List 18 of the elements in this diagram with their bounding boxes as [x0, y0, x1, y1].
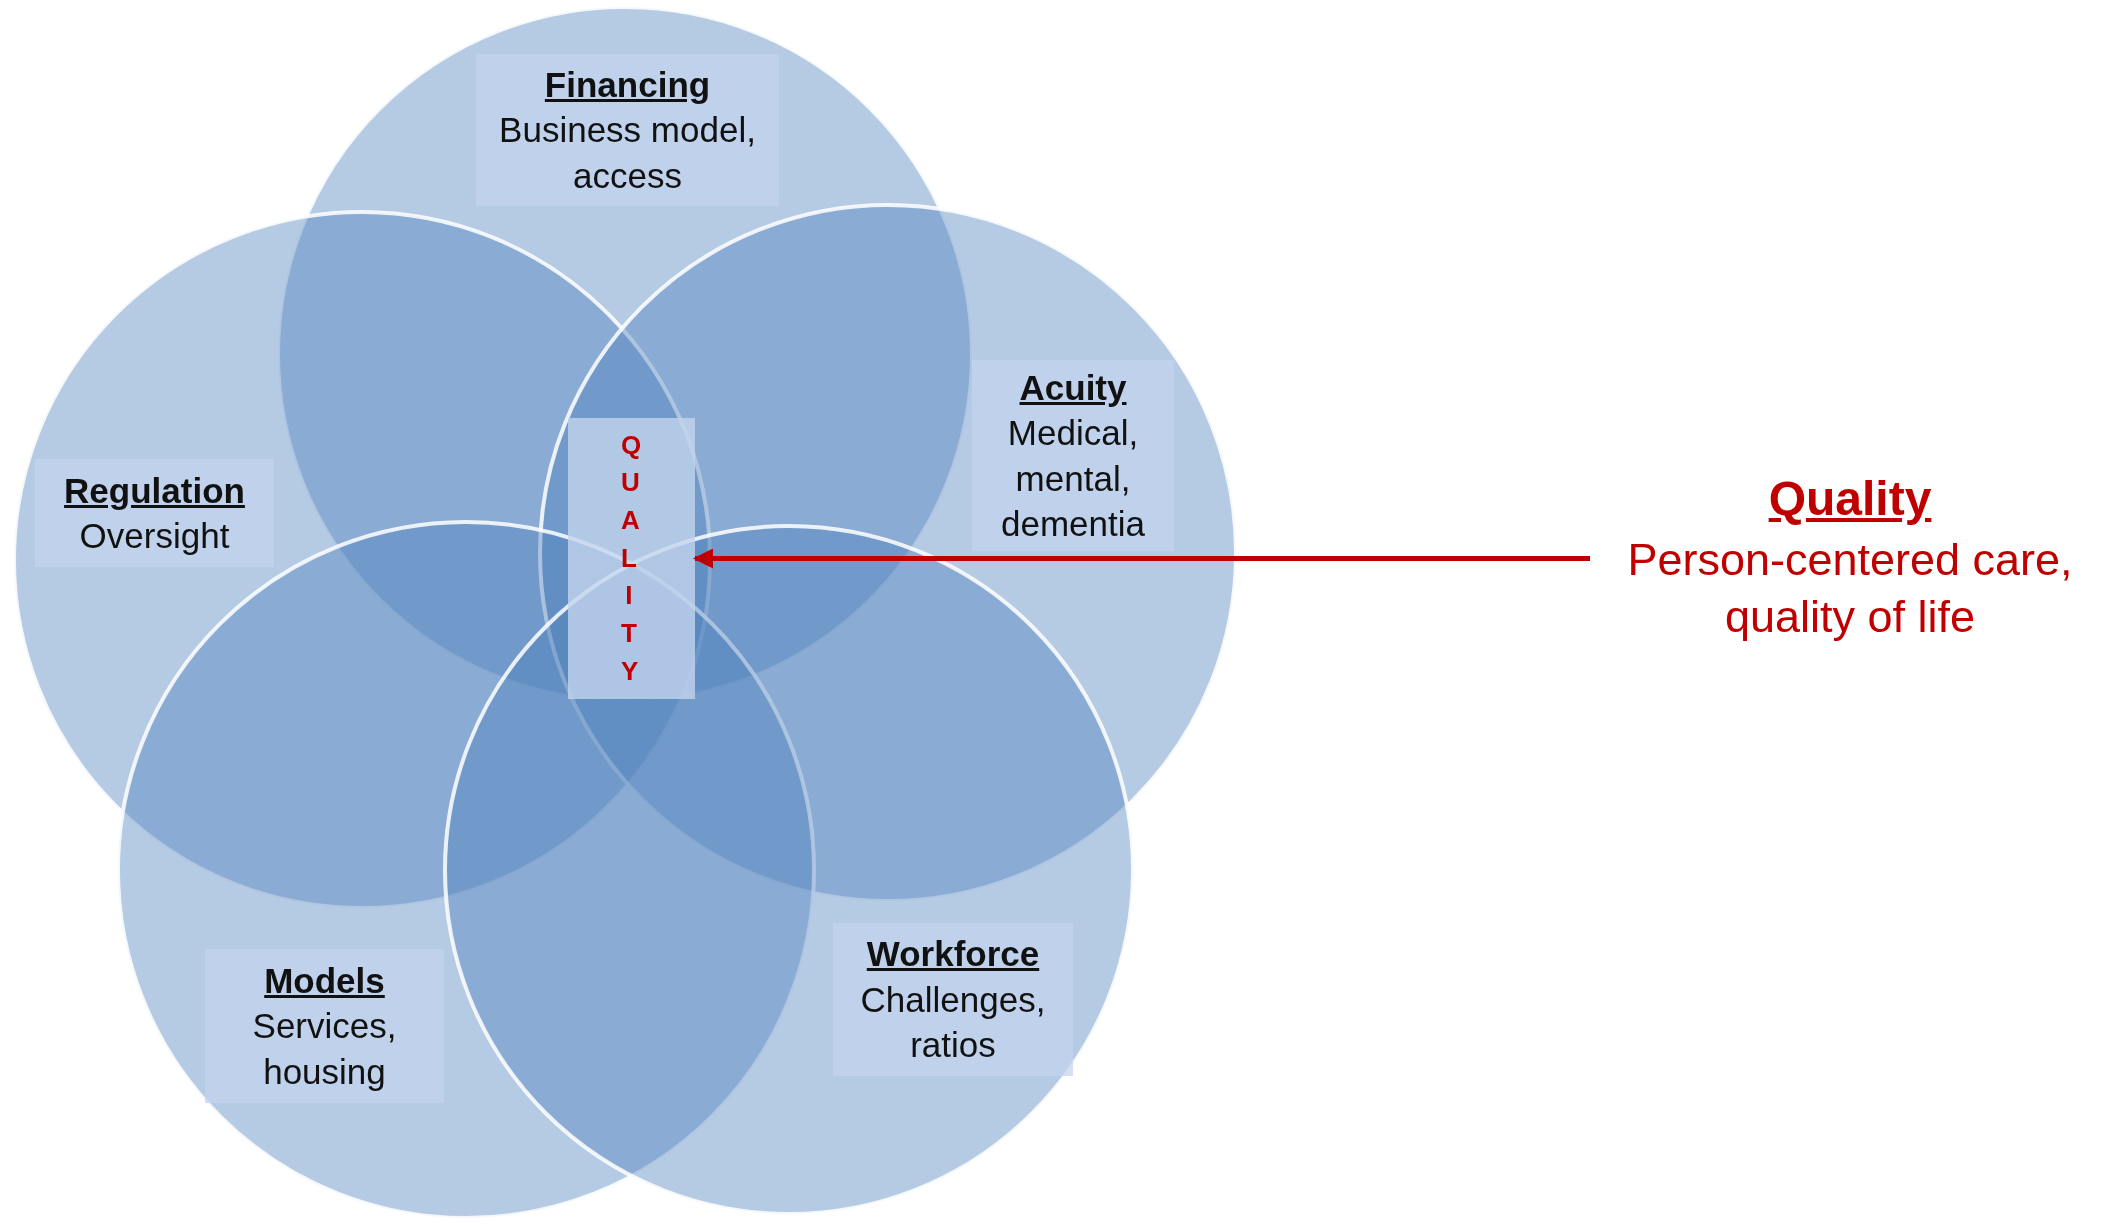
center-label-box: [568, 418, 695, 699]
heading: Models: [264, 959, 385, 1002]
description: Medical, mental, dementia: [1000, 412, 1146, 545]
heading: QUALITY: [621, 428, 642, 688]
heading: Financing: [544, 63, 711, 106]
heading: Acuity: [1019, 366, 1127, 409]
category-box: [972, 360, 1174, 551]
heading: Quality: [1768, 471, 1932, 528]
description: Oversight: [79, 515, 230, 557]
heading: Regulation: [64, 469, 245, 512]
arrow: [693, 548, 1590, 569]
description: Business model, access: [498, 109, 757, 197]
heading: Workforce: [866, 933, 1040, 976]
description: Person-centered care, quality of life: [1626, 532, 2074, 645]
category-box: [205, 949, 444, 1103]
description: Challenges, ratios: [859, 978, 1047, 1067]
description: Services, housing: [251, 1005, 398, 1093]
category-box: [833, 923, 1073, 1076]
